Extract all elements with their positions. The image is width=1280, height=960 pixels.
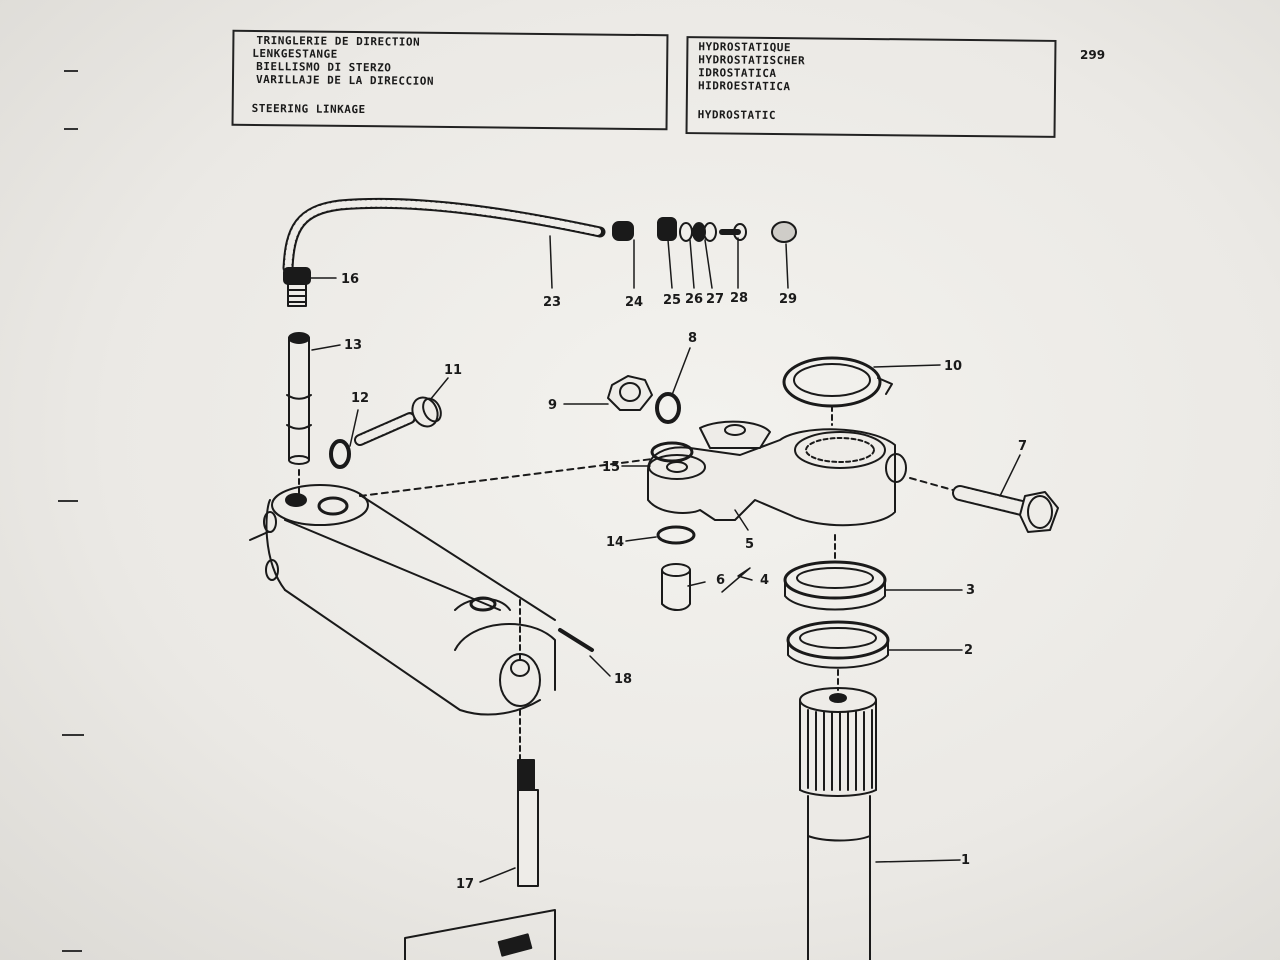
callout-17: 17 (456, 877, 474, 892)
callout-23: 23 (543, 295, 561, 310)
steering-arm-5 (647, 420, 961, 527)
callout-4: 4 (760, 573, 769, 588)
callout-1: 1 (961, 853, 970, 868)
bushing-6 (661, 563, 691, 611)
callout-24: 24 (625, 295, 643, 310)
callout-27: 27 (706, 292, 724, 307)
callout-10: 10 (944, 359, 962, 374)
steering-spindle-1 (799, 687, 877, 960)
callout-14: 14 (606, 535, 624, 550)
callout-8: 8 (688, 331, 697, 346)
callout-9: 9 (548, 398, 557, 413)
margin-mark (64, 128, 78, 130)
hose-fitting (283, 267, 311, 307)
leader-lines (309, 235, 1021, 883)
callout-25: 25 (663, 293, 681, 308)
callout-15: 15 (602, 460, 620, 475)
page-number: 299 (1080, 48, 1106, 62)
inset-box (404, 909, 556, 960)
washer-15 (650, 441, 694, 463)
callout-13: 13 (344, 338, 362, 353)
callout-16: 16 (341, 272, 359, 287)
callout-12: 12 (351, 391, 369, 406)
margin-mark (64, 70, 78, 72)
washer-12 (329, 439, 351, 469)
bearing-2 (786, 620, 890, 691)
snap-ring-10 (782, 356, 893, 426)
callout-18: 18 (614, 672, 632, 687)
washer-14 (656, 525, 696, 545)
callout-3: 3 (966, 583, 975, 598)
callout-5: 5 (745, 537, 754, 552)
washer-8 (655, 392, 681, 424)
margin-mark (58, 500, 78, 502)
callout-11: 11 (444, 363, 462, 378)
callout-28: 28 (730, 291, 748, 306)
callout-29: 29 (779, 292, 797, 307)
callout-6: 6 (716, 573, 725, 588)
fittings-row (612, 217, 797, 243)
steering-cylinder (249, 457, 661, 761)
callout-26: 26 (685, 292, 703, 307)
margin-mark (62, 734, 84, 736)
cotter-pin-18 (558, 628, 594, 652)
connector-tube (286, 332, 312, 501)
nut-9 (607, 375, 653, 411)
bearing-3 (783, 534, 887, 611)
hydraulic-hose (282, 197, 606, 274)
callout-2: 2 (964, 643, 973, 658)
bolt-11 (354, 396, 442, 446)
bolt-7 (952, 485, 1059, 533)
callout-7: 7 (1018, 439, 1027, 454)
margin-mark (62, 950, 82, 952)
pin-17 (517, 759, 539, 887)
